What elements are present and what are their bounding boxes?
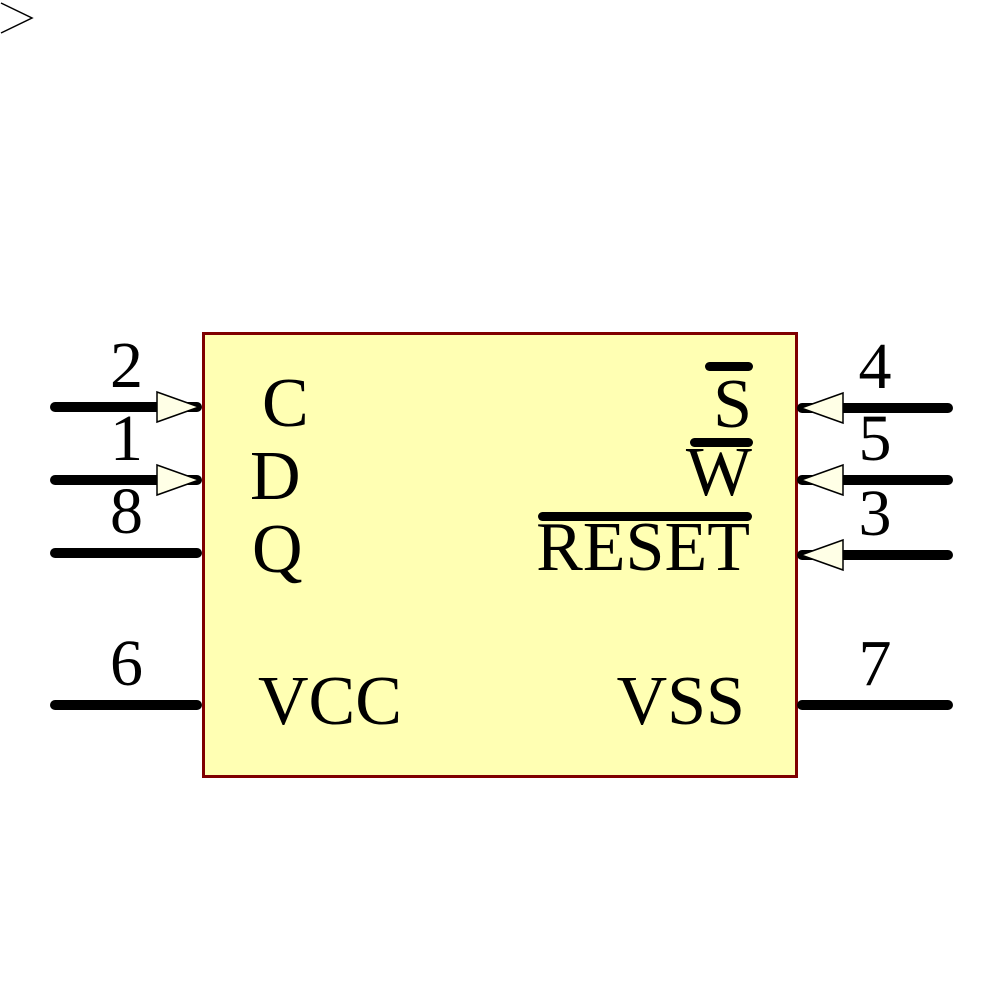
pin-1-label: D	[250, 438, 301, 515]
input-arrow-icon	[799, 391, 844, 425]
pin-3-number: 3	[858, 477, 892, 550]
overline-bar	[705, 362, 753, 371]
input-arrow-icon	[156, 390, 201, 424]
pin-8-number: 8	[110, 475, 143, 548]
pin-7-label: VSS	[616, 663, 745, 740]
pin-4-label: S	[713, 366, 752, 443]
input-arrow-icon	[799, 463, 844, 497]
pin-1-wire[interactable]	[50, 475, 202, 485]
pin-6-wire[interactable]	[50, 700, 202, 710]
pin-5-number: 5	[858, 402, 892, 475]
pin-2-wire[interactable]	[50, 402, 202, 412]
overline-bar	[538, 512, 752, 521]
pin-8-wire[interactable]	[50, 548, 202, 558]
pin-5-wire[interactable]	[797, 475, 953, 485]
pin-8-label: Q	[252, 511, 303, 588]
pin-7-number: 7	[858, 627, 892, 700]
pin-6-label: VCC	[258, 663, 402, 740]
pin-4-wire[interactable]	[797, 403, 953, 413]
overline-bar	[690, 438, 753, 447]
pin-6-number: 6	[110, 627, 143, 700]
pin-1-number: 1	[110, 402, 143, 475]
pin-5-label: W	[685, 434, 752, 511]
pin-3-label: RESET	[536, 509, 750, 586]
pin-7-wire[interactable]	[797, 700, 953, 710]
pin-3-wire[interactable]	[797, 550, 953, 560]
chip-body[interactable]	[202, 332, 798, 778]
pin-2-label: C	[262, 365, 309, 442]
pin-4-number: 4	[858, 330, 892, 403]
input-arrow-icon	[799, 538, 844, 572]
clock-edge-icon	[0, 2, 34, 34]
input-arrow-icon	[156, 463, 201, 497]
pin-2-number: 2	[110, 329, 143, 402]
